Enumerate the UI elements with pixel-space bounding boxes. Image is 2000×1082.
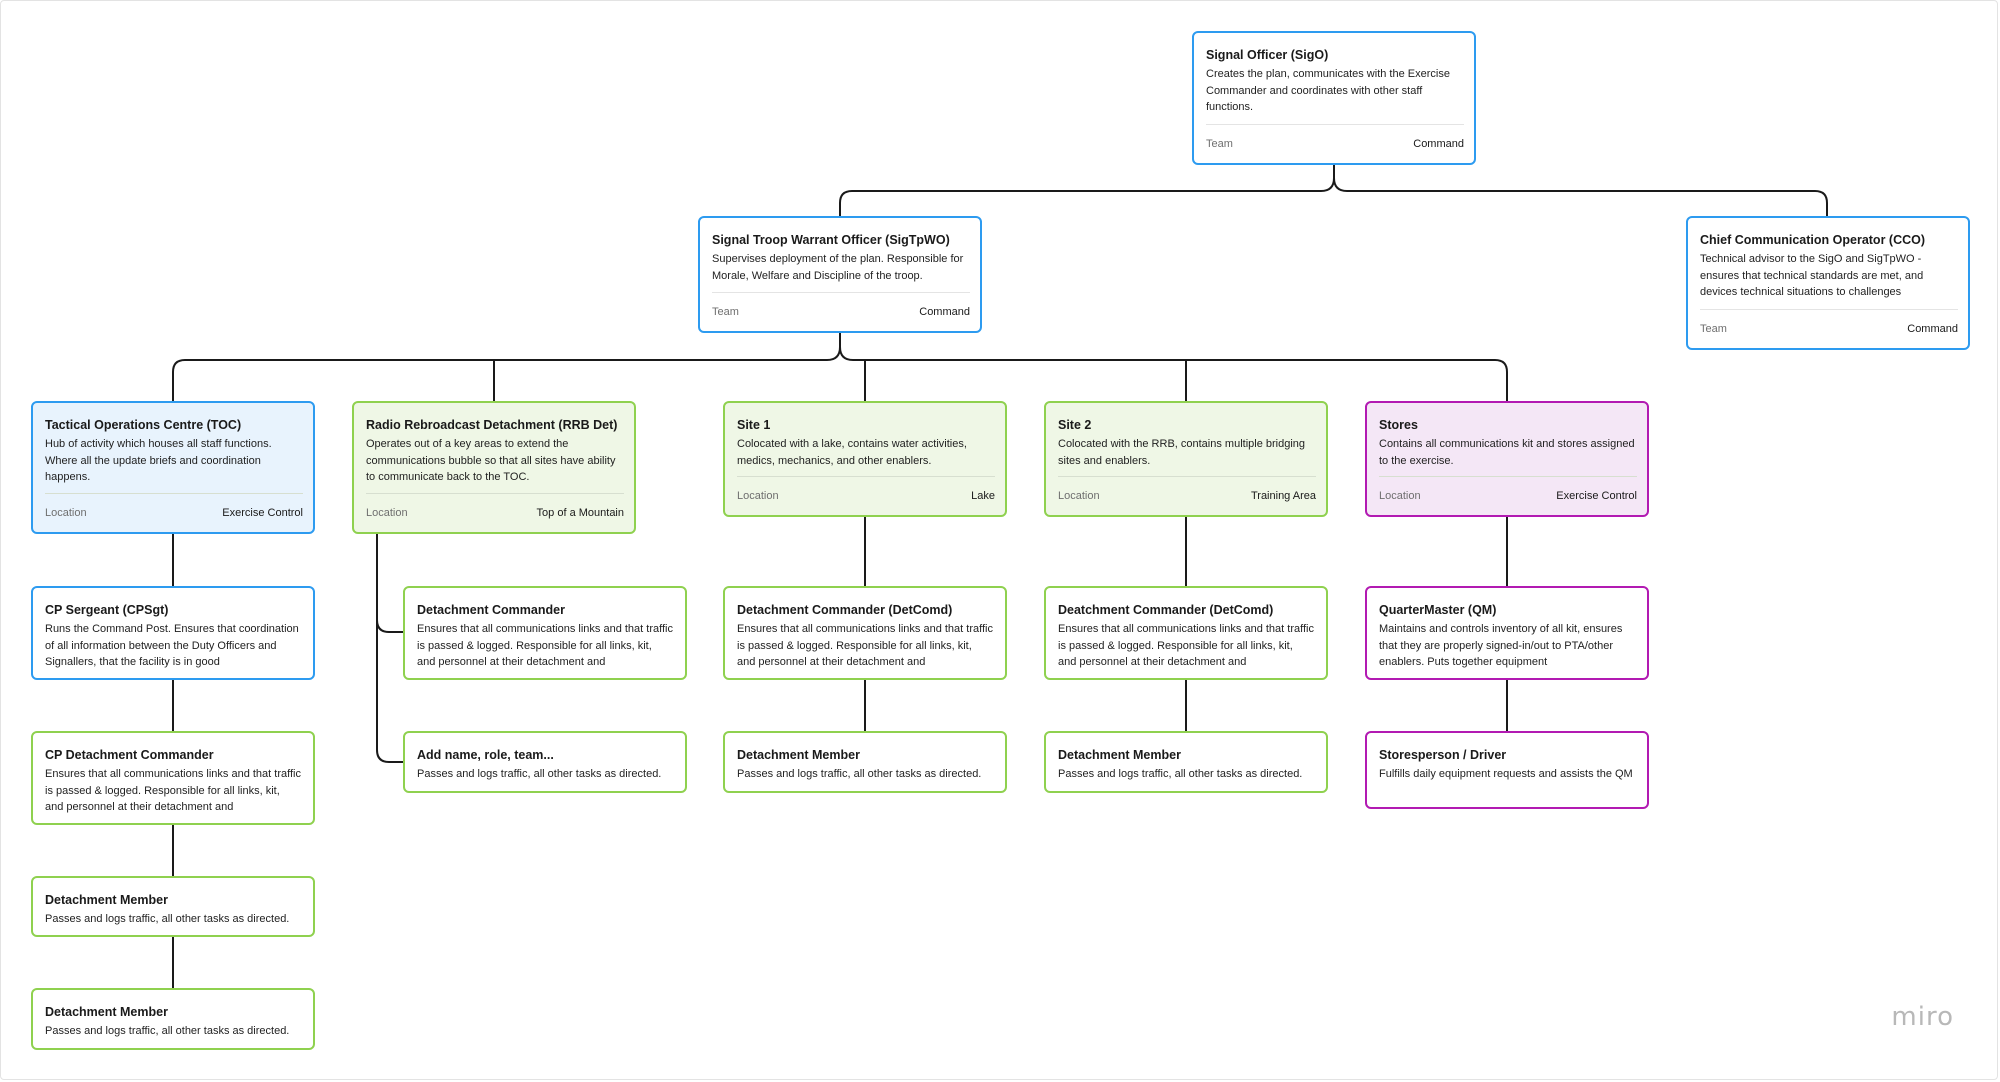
card-title: Detachment Member [737,748,860,762]
card-description: Ensures that all communications links an… [1058,623,1314,668]
card-description: Ensures that all communications links an… [45,768,301,813]
meta-value: Top of a Mountain [536,507,624,519]
meta-key: Location [45,507,87,519]
meta-key: Location [366,507,408,519]
org-card-stores[interactable]: Stores Contains all communications kit a… [1365,401,1649,517]
card-title: Detachment Member [1058,748,1181,762]
meta-key: Team [1206,138,1233,150]
card-title: Radio Rebroadcast Detachment (RRB Det) [366,418,618,432]
meta-value: Training Area [1250,490,1316,502]
meta-value: Exercise Control [222,507,303,519]
card-description: Ensures that all communications links an… [417,623,673,668]
org-card-tactical-operations-centre[interactable]: Tactical Operations Centre (TOC) Hub of … [31,401,315,534]
org-card-chief-communication-operator[interactable]: Chief Communication Operator (CCO) Techn… [1686,216,1970,350]
card-meta-row: Team Command [1700,309,1958,348]
org-card-radio-rebroadcast-detachment[interactable]: Radio Rebroadcast Detachment (RRB Det) O… [352,401,636,534]
card-title: Signal Troop Warrant Officer (SigTpWO) [712,233,950,247]
card-title: Detachment Commander [417,603,565,617]
card-title: Detachment Member [45,1005,168,1019]
card-description: Colocated with the RRB, contains multipl… [1058,438,1306,467]
card-description: Passes and logs traffic, all other tasks… [45,913,290,925]
org-card-site2-detachment-commander[interactable]: Deatchment Commander (DetComd) Ensures t… [1044,586,1328,680]
meta-key: Location [1379,490,1421,502]
org-card-rrb-placeholder[interactable]: Add name, role, team... Passes and logs … [403,731,687,793]
org-card-quartermaster[interactable]: QuarterMaster (QM) Maintains and control… [1365,586,1649,680]
connector-rrb-children [376,534,403,763]
card-description: Contains all communications kit and stor… [1379,438,1635,467]
card-title: Stores [1379,418,1418,432]
card-description: Ensures that all communications links an… [737,623,993,668]
meta-key: Location [1058,490,1100,502]
card-meta-row: Team Command [712,292,970,331]
meta-key: Location [737,490,779,502]
card-meta-row: Location Exercise Control [1379,476,1637,515]
org-card-signal-officer[interactable]: Signal Officer (SigO) Creates the plan, … [1192,31,1476,165]
connector-sigtpwo-to-level3 [172,333,1508,401]
card-title: Detachment Member [45,893,168,907]
org-card-toc-detachment-member-2[interactable]: Detachment Member Passes and logs traffi… [31,988,315,1050]
card-description: Colocated with a lake, contains water ac… [737,438,967,467]
org-card-cp-detachment-commander[interactable]: CP Detachment Commander Ensures that all… [31,731,315,825]
card-title: Site 2 [1058,418,1092,432]
card-title: QuarterMaster (QM) [1379,603,1497,617]
card-description: Creates the plan, communicates with the … [1206,68,1450,113]
org-card-signal-troop-warrant-officer[interactable]: Signal Troop Warrant Officer (SigTpWO) S… [698,216,982,333]
card-description: Passes and logs traffic, all other tasks… [45,1025,290,1037]
meta-value: Command [1413,138,1464,150]
org-card-cp-sergeant[interactable]: CP Sergeant (CPSgt) Runs the Command Pos… [31,586,315,680]
org-card-site-1[interactable]: Site 1 Colocated with a lake, contains w… [723,401,1007,517]
connector-sigo-to-level2 [839,165,1828,216]
card-meta-row: Location Exercise Control [45,493,303,532]
card-title: Deatchment Commander (DetComd) [1058,603,1274,617]
org-card-toc-detachment-member-1[interactable]: Detachment Member Passes and logs traffi… [31,876,315,937]
card-description: Runs the Command Post. Ensures that coor… [45,623,299,668]
card-title: CP Sergeant (CPSgt) [45,603,169,617]
card-description: Passes and logs traffic, all other tasks… [1058,768,1303,780]
meta-value: Command [919,306,970,318]
org-card-rrb-detachment-commander[interactable]: Detachment Commander Ensures that all co… [403,586,687,680]
card-title: Storesperson / Driver [1379,748,1507,762]
card-description: Maintains and controls inventory of all … [1379,623,1623,668]
org-card-site1-detachment-commander[interactable]: Detachment Commander (DetComd) Ensures t… [723,586,1007,680]
card-description: Passes and logs traffic, all other tasks… [737,768,982,780]
card-title: Add name, role, team... [417,748,554,762]
meta-value: Command [1907,323,1958,335]
card-description: Operates out of a key areas to extend th… [366,438,616,483]
card-description: Passes and logs traffic, all other tasks… [417,768,662,780]
card-title: Signal Officer (SigO) [1206,48,1329,62]
card-title: Chief Communication Operator (CCO) [1700,233,1926,247]
org-card-site-2[interactable]: Site 2 Colocated with the RRB, contains … [1044,401,1328,517]
miro-logo: miro [1891,1002,1954,1032]
org-card-site2-detachment-member[interactable]: Detachment Member Passes and logs traffi… [1044,731,1328,793]
meta-value: Lake [971,490,995,502]
card-description: Supervises deployment of the plan. Respo… [712,253,964,282]
meta-value: Exercise Control [1556,490,1637,502]
meta-key: Team [712,306,739,318]
card-title: CP Detachment Commander [45,748,214,762]
card-title: Site 1 [737,418,771,432]
card-description: Hub of activity which houses all staff f… [45,438,272,483]
meta-key: Team [1700,323,1727,335]
card-meta-row: Location Training Area [1058,476,1316,515]
card-title: Detachment Commander (DetComd) [737,603,953,617]
card-description: Technical advisor to the SigO and SigTpW… [1700,253,1924,298]
card-description: Fulfills daily equipment requests and as… [1379,768,1633,780]
card-meta-row: Location Top of a Mountain [366,493,624,532]
card-meta-row: Team Command [1206,124,1464,163]
org-card-site1-detachment-member[interactable]: Detachment Member Passes and logs traffi… [723,731,1007,793]
card-title: Tactical Operations Centre (TOC) [45,418,242,432]
org-card-storesperson-driver[interactable]: Storesperson / Driver Fulfills daily equ… [1365,731,1649,809]
card-meta-row: Location Lake [737,476,995,515]
